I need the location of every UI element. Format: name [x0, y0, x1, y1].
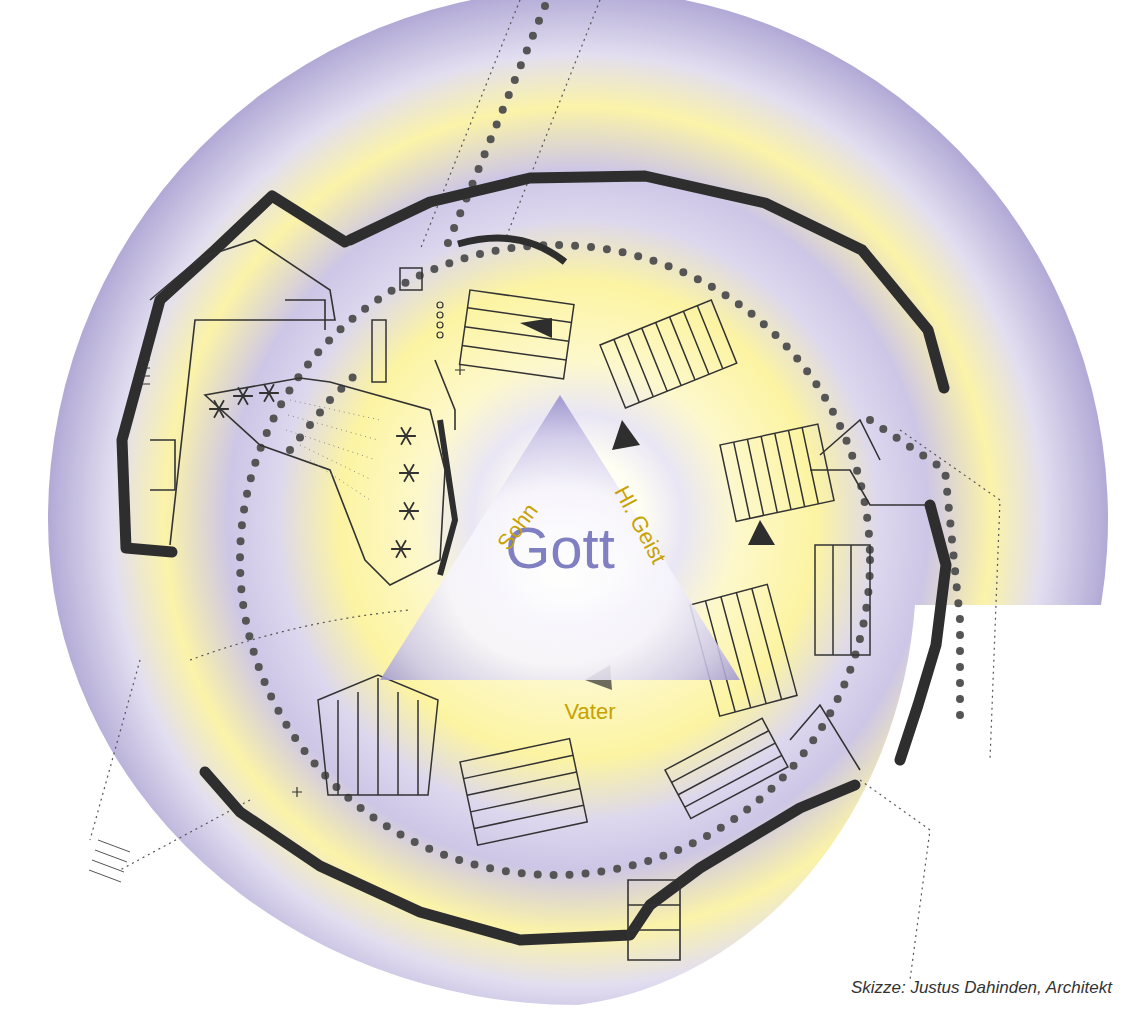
benches: [318, 290, 870, 845]
choir-area: [205, 378, 455, 585]
outer-wall: [122, 176, 946, 940]
dotted-ring: [240, 245, 870, 875]
gradient-disc: [48, 0, 1108, 1005]
node-title: Gott: [380, 516, 740, 580]
dotted-line: [445, 6, 545, 250]
inner-walls: [150, 240, 930, 960]
triangle-fill: [380, 395, 740, 680]
plan-marks: [89, 268, 775, 882]
altar-wall: [458, 238, 565, 262]
figure-caption: Skizze: Justus Dahinden, Architekt: [851, 978, 1112, 998]
construction-lines: [90, 0, 1000, 980]
trinity-label: Vater: [565, 700, 616, 724]
trinity-triangle: Gott: [380, 395, 740, 680]
dotted-paths: [240, 6, 960, 875]
